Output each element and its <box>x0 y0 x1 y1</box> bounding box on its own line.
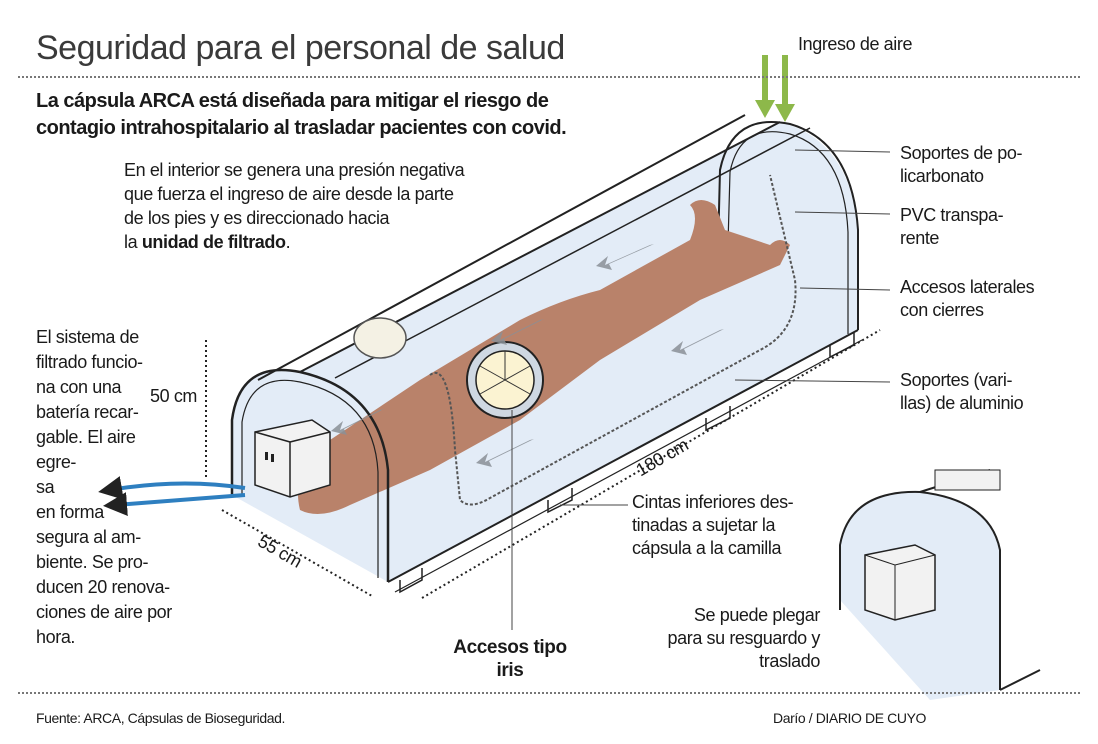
lead-line: La cápsula ARCA está diseñada para mitig… <box>36 90 549 112</box>
intro-prefix: la <box>124 232 142 252</box>
filt-line: egre- <box>36 452 77 472</box>
filtration-text: El sistema de filtrado funcio- na con un… <box>36 325 196 650</box>
filt-line: ciones de aire por <box>36 602 172 622</box>
folded-capsule <box>839 469 1041 700</box>
filter-unit <box>254 419 331 498</box>
label-aluminum: Soportes (vari-llas) de aluminio <box>900 370 1024 413</box>
air-flow-arrows <box>331 244 724 467</box>
label-pvc: PVC transpa-rente <box>900 205 1004 248</box>
label-straps: Cintas inferiores des-tinadas a sujetar … <box>632 492 794 558</box>
filt-line: sa <box>36 477 55 497</box>
filt-line: filtrado funcio- <box>36 352 143 372</box>
label-polycarbonate: Soportes de po-licarbonato <box>900 143 1023 186</box>
filt-line: hora. <box>36 627 76 647</box>
filt-line: en forma <box>36 502 104 522</box>
intro-text: En el interior se genera una presión neg… <box>124 158 544 254</box>
front-arch <box>230 368 390 582</box>
dimension-height: 50 cm <box>150 386 198 406</box>
label-air-intake: Ingreso de aire <box>798 34 913 54</box>
lead-line: contagio intrahospitalario al trasladar … <box>36 117 567 139</box>
filt-line: batería recar- <box>36 402 139 422</box>
intro-line: de los pies y es direccionado hacia <box>124 208 390 228</box>
page-title: Seguridad para el personal de salud <box>36 29 565 67</box>
intro-bold: unidad de filtrado <box>141 232 286 252</box>
patient-body <box>298 200 790 514</box>
lead-text: La cápsula ARCA está diseñada para mitig… <box>36 88 567 142</box>
intro-line: que fuerza el ingreso de aire desde la p… <box>124 184 454 204</box>
filt-line: ducen 20 renova- <box>36 577 170 597</box>
divider-top <box>18 76 1080 78</box>
footer-credit: Darío / DIARIO DE CUYO <box>773 710 927 726</box>
filt-line: gable. El aire <box>36 427 136 447</box>
divider-bottom <box>18 692 1080 694</box>
filt-line: segura al am- <box>36 527 141 547</box>
intro-line: En el interior se genera una presión neg… <box>124 160 465 180</box>
filt-line: na con una <box>36 377 122 397</box>
side-zipper <box>429 174 797 506</box>
intro-suffix: . <box>285 232 291 252</box>
filt-line: El sistema de <box>36 327 139 347</box>
back-arch <box>717 120 859 330</box>
iris-access-icon <box>466 341 544 419</box>
footer-source: Fuente: ARCA, Cápsulas de Bioseguridad. <box>36 710 285 726</box>
filt-line: biente. Se pro- <box>36 552 149 572</box>
